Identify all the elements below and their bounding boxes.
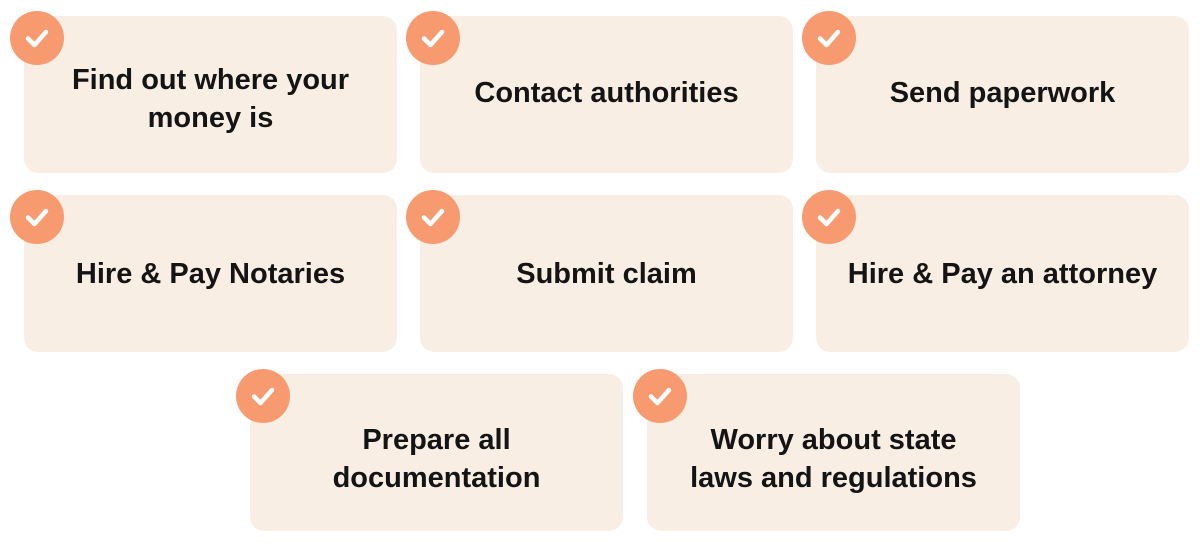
check-badge: [236, 369, 290, 423]
checkmark-icon: [421, 29, 445, 48]
card-label: Prepare all documentation: [332, 423, 541, 494]
check-badge: [802, 11, 856, 65]
task-card-prepare-documentation: Prepare all documentation: [236, 369, 623, 531]
card-label: Contact authorities: [474, 76, 739, 109]
task-card-hire-notaries: Hire & Pay Notaries: [10, 190, 397, 352]
task-card-submit-claim: Submit claim: [406, 190, 793, 352]
check-badge: [633, 369, 687, 423]
task-card-find-money: Find out where your money is: [10, 11, 397, 173]
checkmark-icon: [817, 208, 841, 227]
check-badge: [10, 11, 64, 65]
checkmark-icon: [817, 29, 841, 48]
card-label: Hire & Pay an attorney: [847, 257, 1158, 290]
checkmark-icon: [25, 208, 49, 227]
checkmark-icon: [421, 208, 445, 227]
check-badge: [406, 190, 460, 244]
card-label: Find out where your money is: [71, 63, 350, 134]
task-card-hire-attorney: Hire & Pay an attorney: [802, 190, 1189, 352]
card-label: Submit claim: [516, 257, 697, 290]
card-label: Hire & Pay Notaries: [75, 257, 346, 290]
check-badge: [406, 11, 460, 65]
checkmark-icon: [251, 387, 275, 406]
task-card-send-paperwork: Send paperwork: [802, 11, 1189, 173]
checkmark-icon: [25, 29, 49, 48]
task-card-worry-regulations: Worry about state laws and regulations: [633, 369, 1020, 531]
card-label: Send paperwork: [889, 76, 1116, 109]
check-badge: [10, 190, 64, 244]
task-card-contact-authorities: Contact authorities: [406, 11, 793, 173]
check-badge: [802, 190, 856, 244]
checkmark-icon: [648, 387, 672, 406]
card-label: Worry about state laws and regulations: [690, 423, 977, 494]
